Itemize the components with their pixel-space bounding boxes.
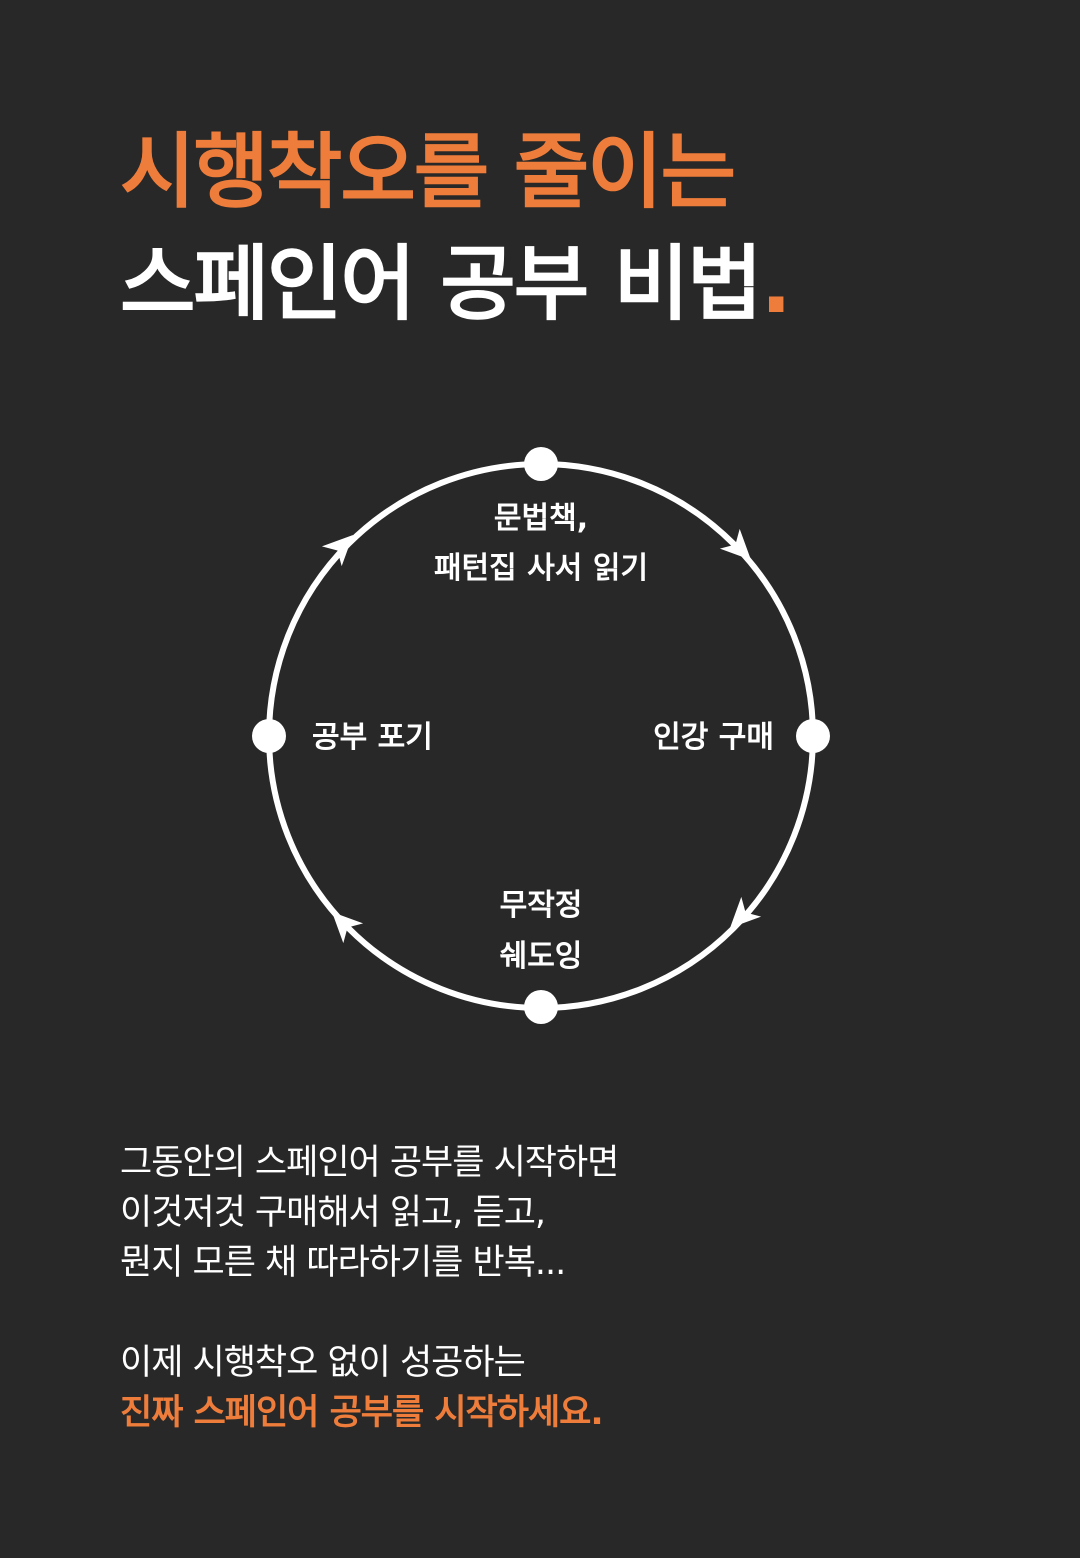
step-1-line-1: 문법책, xyxy=(494,501,588,536)
node-right xyxy=(796,719,830,753)
body-line-1: 그동안의 스페인어 공부를 시작하면 xyxy=(120,1143,619,1183)
body-line-2: 이것저것 구매해서 읽고, 듣고, xyxy=(120,1193,546,1233)
arrow-icon-top-left xyxy=(321,535,353,567)
body-copy: 그동안의 스페인어 공부를 시작하면 이것저것 구매해서 읽고, 듣고, 뭔지 … xyxy=(120,1138,619,1438)
headline-line-1: 시행착오를 줄이는 xyxy=(120,125,736,220)
step-3-line-2: 쉐도잉 xyxy=(500,939,583,974)
node-bottom xyxy=(524,990,558,1024)
arrow-icon-bottom-left xyxy=(332,912,364,944)
cta-line: 진짜 스페인어 공부를 시작하세요. xyxy=(120,1393,604,1433)
headline-period: . xyxy=(760,237,792,332)
headline-line-2-text: 스페인어 공부 비법 xyxy=(120,237,763,332)
arrow-icon-top-right xyxy=(719,528,751,560)
step-3-line-1: 무작정 xyxy=(500,888,583,923)
closing-line: 이제 시행착오 없이 성공하는 xyxy=(120,1343,526,1383)
arrow-icon-bottom-right xyxy=(730,896,762,928)
step-1-line-2: 패턴집 사서 읽기 xyxy=(434,551,648,586)
node-top xyxy=(524,447,558,481)
cycle-diagram: 문법책, 패턴집 사서 읽기 인강 구매 무작정 쉐도잉 공부 포기 xyxy=(252,447,830,1024)
body-line-3: 뭔지 모른 채 따라하기를 반복... xyxy=(120,1243,566,1283)
headline-line-2: 스페인어 공부 비법. xyxy=(120,244,792,326)
node-left xyxy=(252,719,286,753)
step-4-label: 공부 포기 xyxy=(312,720,433,755)
step-2-label: 인강 구매 xyxy=(653,720,774,755)
